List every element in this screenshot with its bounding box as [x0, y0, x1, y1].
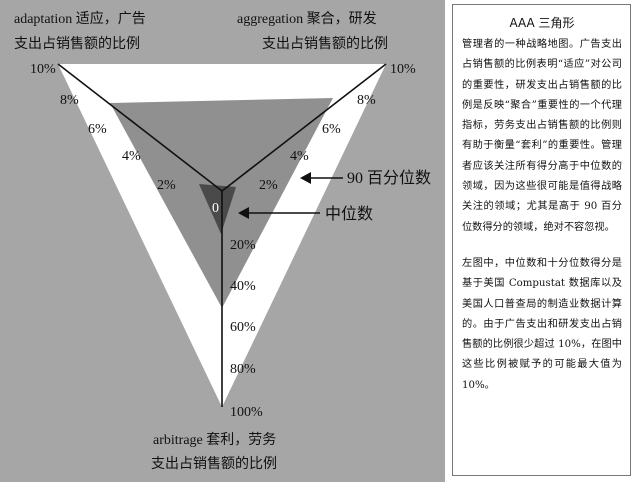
left-tick: 6%	[88, 122, 107, 137]
right-tick: 10%	[390, 62, 416, 77]
left-tick: 2%	[157, 178, 176, 193]
bottom-tick: 60%	[230, 320, 256, 335]
bottom-tick: 40%	[230, 279, 256, 294]
right-tick: 4%	[290, 149, 309, 164]
panel-paragraph-1: 管理者的一种战略地图。广告支出占销售额的比例表明“适应”对公司的重要性，研发支出…	[462, 39, 622, 233]
bottom-tick: 100%	[230, 405, 263, 420]
aggregation-axis	[221, 63, 387, 192]
bottom-tick: 20%	[230, 238, 256, 253]
median-region	[199, 184, 236, 234]
aaa-triangle-diagram: adaptation 适应，广告 支出占销售额的比例 aggregation 聚…	[0, 0, 445, 482]
triangle-svg: adaptation 适应，广告 支出占销售额的比例 aggregation 聚…	[0, 0, 445, 482]
p90-annotation: 90 百分位数	[347, 169, 431, 187]
arbitrage-label-line2: 支出占销售额的比例	[151, 456, 277, 472]
median-arrowhead-icon	[238, 207, 249, 219]
aggregation-label-line1: aggregation 聚合，研发	[237, 11, 377, 27]
adaptation-label-line2: 支出占销售额的比例	[14, 36, 140, 52]
right-tick: 2%	[259, 178, 278, 193]
origin-label: 0	[212, 201, 219, 216]
left-tick: 10%	[30, 62, 56, 77]
adaptation-label-line1: adaptation 适应，广告	[14, 10, 146, 27]
arbitrage-label-line1: arbitrage 套利，劳务	[153, 432, 276, 448]
right-tick: 6%	[322, 122, 341, 137]
left-tick: 4%	[122, 149, 141, 164]
bottom-tick: 80%	[230, 362, 256, 377]
left-tick: 8%	[60, 93, 79, 108]
p90-arrowhead-icon	[300, 172, 311, 184]
right-tick: 8%	[357, 93, 376, 108]
median-annotation: 中位数	[325, 205, 373, 223]
panel-title: AAA 三角形	[509, 16, 575, 30]
adaptation-axis	[57, 63, 223, 192]
explanation-panel: AAA 三角形 管理者的一种战略地图。广告支出占销售额的比例表明“适应”对公司的…	[452, 4, 631, 476]
panel-paragraph-2: 左图中，中位数和十分位数得分是基于美国 Compustat 数据库以及美国人口普…	[462, 257, 622, 391]
aggregation-label-line2: 支出占销售额的比例	[262, 36, 388, 52]
